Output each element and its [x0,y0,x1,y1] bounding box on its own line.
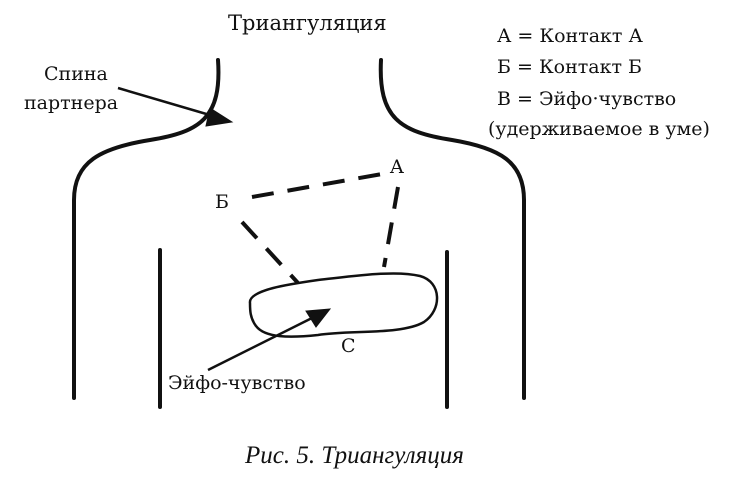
dashed-line-a-to-c [382,186,400,268]
legend-item-b: Б = Контакт Б [497,56,642,78]
point-label-b: Б [215,191,229,213]
torso-outline-right [378,58,526,400]
legend-item-c: В = Эйфо·чувство [497,88,676,110]
legend-item-a: А = Контакт А [497,25,643,47]
felt-sense-blob [248,272,439,338]
diagram-title: Триангуляция [228,11,387,35]
dashed-line-b-to-a [251,172,383,199]
felt-sense-arrow-line [207,314,317,372]
partner-back-label-line2: партнера [24,92,118,114]
legend-item-c-note: (удерживаемое в уме) [488,118,710,140]
point-label-a: A [389,156,404,178]
partner-back-label-line1: Спина [44,63,108,85]
felt-sense-arrowhead-icon [305,308,332,328]
felt-sense-label: Эйфо-чувство [168,372,306,394]
figure-caption: Рис. 5. Триангуляция [244,442,464,469]
partner-back-arrow-line [117,86,221,120]
torso-outline-left [72,58,221,400]
partner-back-arrowhead-icon [205,107,234,127]
dashed-line-b-to-c [240,220,300,285]
point-label-c: C [341,335,356,357]
